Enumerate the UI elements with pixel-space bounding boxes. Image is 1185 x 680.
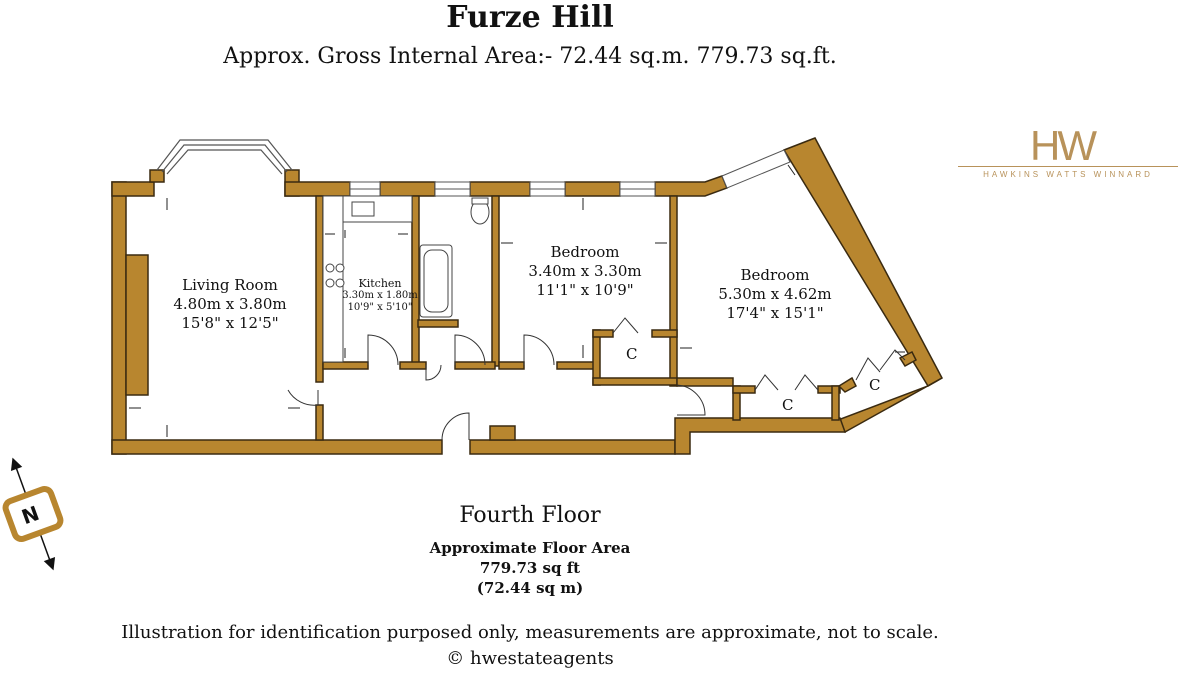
- wall-living-hall: [315, 404, 324, 441]
- room-kitchen-name: Kitchen: [358, 277, 402, 290]
- wall-bath-bed1: [491, 195, 500, 367]
- copyright-text: © hwestateagents: [446, 648, 614, 669]
- wall-bed1-bottom-b: [556, 361, 598, 370]
- cupboard2-wall-right: [831, 385, 840, 421]
- chimney-breast: [125, 254, 149, 396]
- compass: [2, 457, 64, 571]
- floor-area-sqm: (72.44 sq m): [476, 579, 584, 597]
- wall-top-a: [284, 181, 351, 197]
- cupboard2-wall-top-a: [732, 385, 756, 394]
- wall-kitchen-bottom-a: [322, 361, 369, 370]
- cupboard-label: C: [869, 376, 881, 394]
- measurement-markers: [129, 164, 905, 437]
- wall-bottom-mid: [469, 439, 676, 455]
- wall-top-b: [379, 181, 436, 197]
- wall-bottom-left: [111, 439, 443, 455]
- wall-bottom-right: [674, 417, 847, 455]
- plan-title: Furze Hill: [446, 0, 614, 35]
- disclaimer-text: Illustration for identification purposed…: [121, 622, 939, 643]
- cupboard1-wall-top-a: [592, 329, 614, 338]
- room-bedroom1-name: Bedroom: [550, 243, 620, 261]
- logo-mark: HW: [1030, 122, 1097, 169]
- room-living-name: Living Room: [182, 276, 278, 294]
- wall-bed2-bottom: [676, 377, 734, 387]
- room-bedroom2: Bedroom 5.30m x 4.62m 17'4" x 15'1": [700, 266, 850, 323]
- wall-top-left: [111, 181, 155, 197]
- room-bedroom2-name: Bedroom: [740, 266, 810, 284]
- cupboard1-wall-bottom: [592, 377, 678, 386]
- logo-text: HAWKINS WATTS WINNARD: [983, 170, 1153, 179]
- wall-bath-bottom: [454, 361, 496, 370]
- cupboard-label: C: [626, 345, 638, 363]
- room-kitchen-imperial: 10'9" x 5'10": [347, 302, 413, 313]
- room-kitchen-metric: 3.30m x 1.80m: [342, 290, 418, 301]
- doors: [287, 317, 906, 441]
- floor-area-heading: Approximate Floor Area: [429, 539, 631, 557]
- room-bedroom1-imperial: 11'1" x 10'9": [536, 281, 634, 299]
- room-living: Living Room 4.80m x 3.80m 15'8" x 12'5": [150, 276, 310, 333]
- floor-name: Fourth Floor: [459, 503, 601, 528]
- wall-right-outer: [782, 137, 944, 388]
- floor-area-sqft: 779.73 sq ft: [479, 559, 581, 577]
- wall-top-e: [654, 175, 728, 197]
- floor-area-block: Approximate Floor Area 779.73 sq ft (72.…: [380, 538, 680, 598]
- room-bedroom2-imperial: 17'4" x 15'1": [726, 304, 824, 322]
- wall-kitchen-bottom-b: [399, 361, 427, 370]
- windows: [349, 149, 791, 197]
- wall-bed1-bed2: [669, 195, 678, 387]
- wall-bed1-bottom-a: [498, 361, 525, 370]
- bathroom-fittings: [419, 197, 490, 318]
- room-living-metric: 4.80m x 3.80m: [173, 295, 287, 313]
- plan-subtitle: Approx. Gross Internal Area:- 72.44 sq.m…: [223, 44, 837, 69]
- cupboard3-wall-a: [837, 376, 857, 393]
- bay-window: [156, 139, 293, 175]
- logo-divider: [958, 166, 1178, 167]
- wall-top-d: [564, 181, 621, 197]
- room-bedroom1: Bedroom 3.40m x 3.30m 11'1" x 10'9": [510, 243, 660, 300]
- room-bedroom2-metric: 5.30m x 4.62m: [718, 285, 832, 303]
- kitchen-fittings: [322, 195, 413, 363]
- wall-living-kitchen: [315, 195, 324, 383]
- wall-bottom-pier: [489, 425, 516, 441]
- room-kitchen: Kitchen 3.30m x 1.80m 10'9" x 5'10": [335, 278, 425, 314]
- agency-logo: HW HAWKINS WATTS WINNARD: [958, 120, 1178, 180]
- cupboard1-wall-top-b: [651, 329, 678, 338]
- wall-wc-divider: [417, 319, 459, 328]
- wall-top-c: [469, 181, 531, 197]
- wall-left-outer: [111, 181, 127, 455]
- cupboard-label: C: [782, 396, 794, 414]
- cupboard3-wall-b: [898, 350, 917, 367]
- room-bedroom1-metric: 3.40m x 3.30m: [528, 262, 642, 280]
- cupboard1-wall-left: [592, 329, 601, 386]
- room-living-imperial: 15'8" x 12'5": [181, 314, 279, 332]
